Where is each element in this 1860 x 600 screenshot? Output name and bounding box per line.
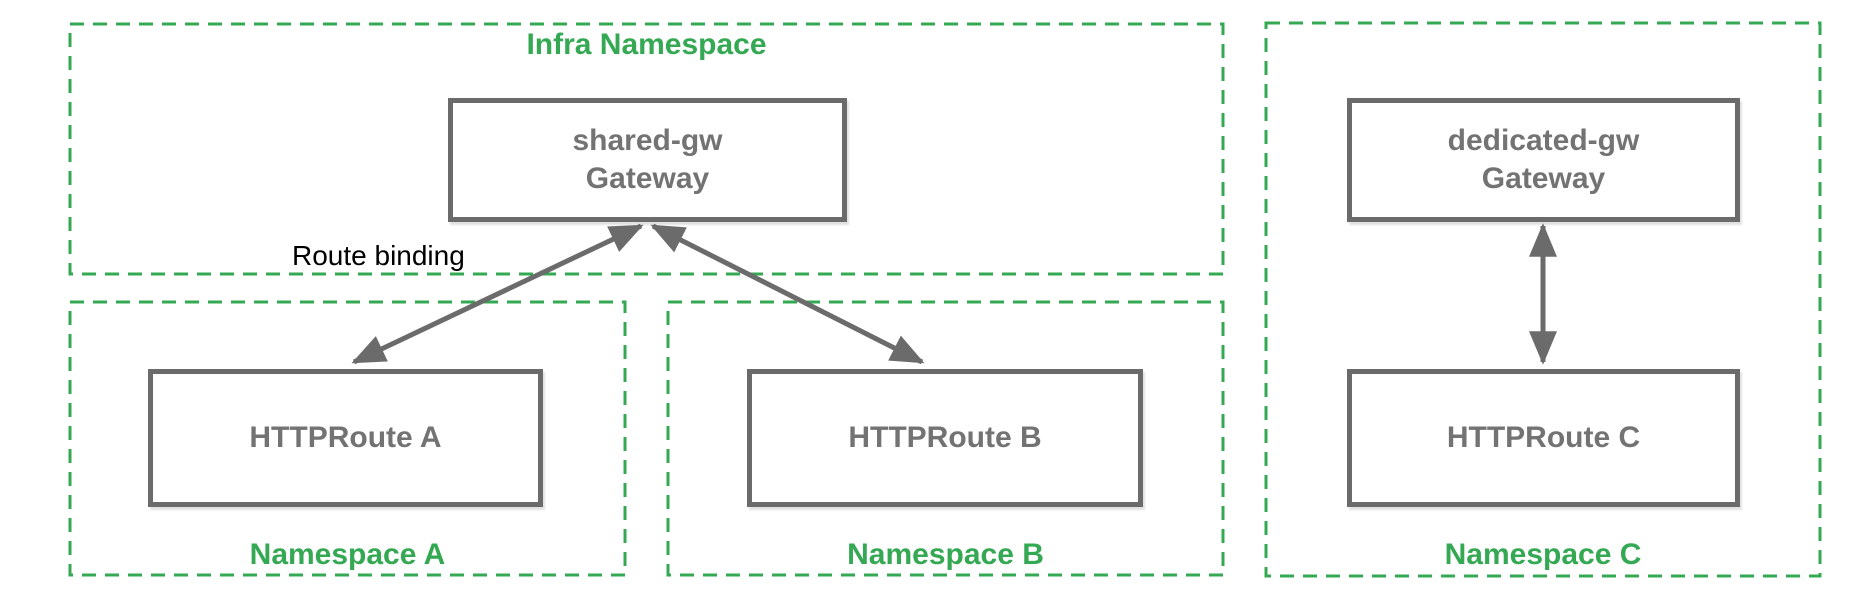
infra-namespace-label: Infra Namespace	[526, 28, 767, 61]
dedicated-gateway-node: dedicated-gw Gateway	[1347, 98, 1740, 222]
dedicated-gateway-name: dedicated-gw	[1447, 124, 1640, 157]
namespace-c-boundary	[1264, 21, 1822, 578]
namespace-b-boundary	[666, 300, 1225, 577]
httproute-c-label: HTTPRoute C	[1446, 421, 1641, 454]
namespace-a-boundary	[68, 300, 627, 577]
shared-gateway-node: shared-gw Gateway	[448, 98, 847, 222]
httproute-c-node: HTTPRoute C	[1347, 369, 1740, 507]
route-a-binding-arrow	[351, 223, 644, 365]
httproute-a-node: HTTPRoute A	[148, 369, 543, 507]
shared-gateway-name: shared-gw	[572, 124, 723, 157]
namespace-c-label: Namespace C	[1444, 538, 1642, 571]
httproute-b-node: HTTPRoute B	[747, 369, 1143, 507]
route-b-binding-arrow	[650, 223, 925, 365]
dedicated-gateway-kind: Gateway	[1481, 162, 1606, 195]
shared-gateway-kind: Gateway	[585, 162, 710, 195]
httproute-a-label: HTTPRoute A	[249, 421, 442, 454]
route-binding-label: Route binding	[292, 240, 465, 271]
namespace-a-label: Namespace A	[249, 538, 446, 571]
namespace-b-label: Namespace B	[847, 538, 1044, 571]
httproute-b-label: HTTPRoute B	[848, 421, 1042, 454]
infra-namespace-boundary	[68, 22, 1225, 276]
